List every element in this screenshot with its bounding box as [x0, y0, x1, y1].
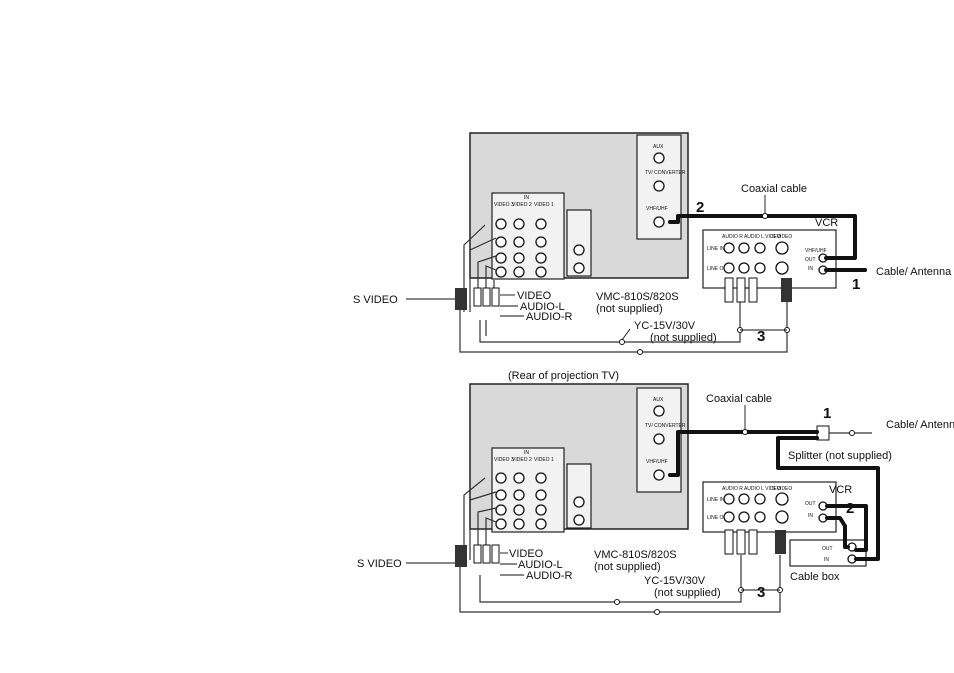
in-label: IN	[524, 195, 529, 201]
vcr-jacks-top	[723, 241, 789, 275]
vmc-cable-label-top: VMC-810S/820S	[596, 291, 679, 303]
vcr-out-label-bottom: OUT	[805, 501, 816, 507]
vhf-uhf-label-bottom: VHF/UHF	[646, 459, 668, 465]
cable-antenna-label-top: Cable/ Antenna	[876, 266, 952, 278]
video1-label-bottom: VIDEO 1	[534, 457, 554, 463]
vcr-av-label-bottom: AUDIO R AUDIO L VIDEO	[722, 486, 781, 492]
aux-label-bottom: AUX	[653, 397, 664, 403]
av-cables-top	[455, 224, 792, 355]
aux-jack	[653, 152, 665, 164]
splitter-to-box-cable	[776, 436, 880, 561]
cable-box-label: Cable box	[790, 571, 840, 583]
vcr-in-label-bottom: IN	[808, 513, 813, 519]
vcr-vhf-uhf-label: VHF/UHF	[805, 248, 827, 254]
tv-inputs-subpanel-top	[491, 192, 565, 280]
cable-box-in-label: IN	[824, 557, 829, 563]
tv-inputs-subpanel-bottom	[491, 447, 565, 533]
in-label-bottom: IN	[524, 450, 529, 456]
yc-note-top: (not supplied)	[650, 332, 717, 344]
vcr-line-in-label: LINE IN	[707, 246, 725, 252]
tv-converter-label: TV/ CONVERTER	[645, 170, 686, 176]
video-label-top: VIDEO	[517, 290, 552, 302]
vcr-to-box-cable	[825, 504, 868, 552]
step-1-top: 1	[852, 276, 860, 293]
video2-label: VIDEO 2	[512, 202, 532, 208]
step-2-top: 2	[696, 199, 704, 216]
splitter-label: Splitter (not supplied)	[788, 450, 892, 462]
vcr-svideo-label-bottom: S VIDEO	[772, 486, 792, 492]
vcr-out-label: OUT	[805, 257, 816, 263]
vcr-av-label: AUDIO R AUDIO L VIDEO	[722, 234, 781, 240]
yc-cable-label-top: YC-15V/30V	[634, 320, 696, 332]
av-cables-bottom	[455, 477, 786, 615]
vmc-note-bottom: (not supplied)	[594, 561, 661, 573]
yc-cable-label-bottom: YC-15V/30V	[644, 575, 706, 587]
cable-box-out-label: OUT	[822, 546, 833, 552]
tv-converter-label-bottom: TV/ CONVERTER	[645, 423, 686, 429]
yc-note-bottom: (not supplied)	[654, 587, 721, 599]
vcr-jacks-bottom	[723, 492, 789, 524]
video3-label-bottom: VIDEO 3	[494, 457, 514, 463]
top-diagram: AUX TV/ CONVERTER VHF/UHF IN VIDEO 3 VID…	[353, 132, 952, 355]
vcr-line-out-label: LINE OUT	[707, 266, 730, 272]
box-to-vcr-cable	[825, 516, 850, 549]
coaxial-cable-label-bottom: Coaxial cable	[706, 393, 772, 405]
vcr-label-top: VCR	[815, 217, 838, 229]
vmc-cable-label-bottom: VMC-810S/820S	[594, 549, 677, 561]
step-3-top: 3	[757, 328, 765, 345]
tv-input-jacks-top	[495, 218, 547, 278]
cable-antenna-label-bottom: Cable/ Antenna	[886, 419, 954, 431]
video3-label: VIDEO 3	[494, 202, 514, 208]
audio-l-label-top: AUDIO-L	[520, 301, 565, 313]
vcr-label-bottom: VCR	[829, 484, 852, 496]
rear-caption: (Rear of projection TV)	[508, 370, 619, 382]
audio-r-label-bottom: AUDIO-R	[526, 570, 573, 582]
vhf-uhf-label: VHF/UHF	[646, 206, 668, 212]
video2-label-bottom: VIDEO 2	[512, 457, 532, 463]
s-video-label-top: S VIDEO	[353, 294, 398, 306]
step-2-bottom: 2	[846, 500, 854, 517]
vcr-svideo-label: S VIDEO	[772, 234, 792, 240]
s-video-label-bottom: S VIDEO	[357, 558, 402, 570]
tv-converter-jack	[653, 180, 665, 192]
vmc-note-top: (not supplied)	[596, 303, 663, 315]
tv-input-jacks-bottom	[495, 472, 547, 530]
vcr-panel-bottom	[702, 481, 837, 533]
audio-l-label-bottom: AUDIO-L	[518, 559, 563, 571]
video-label-bottom: VIDEO	[509, 548, 544, 560]
step-1-bottom: 1	[823, 405, 831, 422]
video1-label: VIDEO 1	[534, 202, 554, 208]
vcr-in-label: IN	[808, 266, 813, 272]
step-3-bottom: 3	[757, 584, 765, 601]
coaxial-cable-label-top: Coaxial cable	[741, 183, 807, 195]
bottom-diagram: (Rear of projection TV) AUX TV/ CONVERTE…	[357, 370, 954, 615]
vhf-uhf-jack	[653, 216, 665, 228]
vcr-line-out-label-bottom: LINE OUT	[707, 515, 730, 521]
audio-r-label-top: AUDIO-R	[526, 311, 573, 323]
aux-label: AUX	[653, 144, 664, 150]
vcr-line-in-label-bottom: LINE IN	[707, 497, 725, 503]
